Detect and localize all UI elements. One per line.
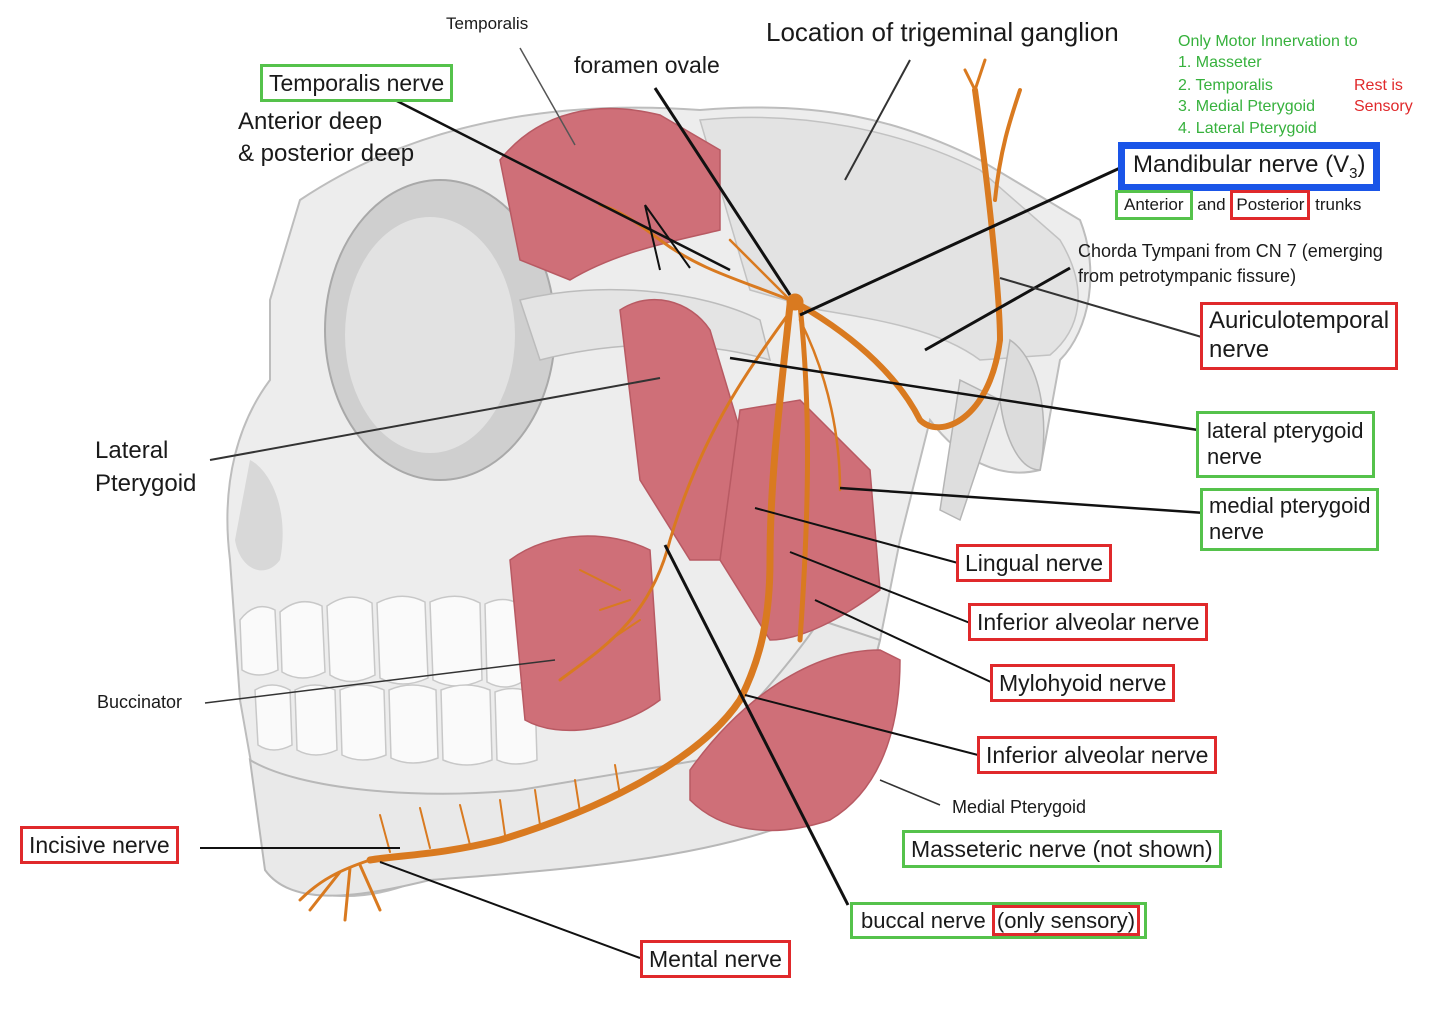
mandibular-nerve-text: Mandibular nerve (V [1133,151,1350,178]
motor-legend-title: Only Motor Innervation to [1178,33,1358,50]
inferior-alveolar-nerve-lower-label: Inferior alveolar nerve [977,736,1218,775]
medial-pterygoid-nerve-label: medial pterygoid nerve [1200,488,1380,551]
temporalis-nerve-label: Temporalis nerve [260,64,454,103]
buccinator-label: Buccinator [97,692,183,712]
inferior-alveolar-nerve-upper-label: Inferior alveolar nerve [968,603,1209,642]
motor-legend-item-2: 2. Temporalis [1178,77,1273,94]
sensory-note-line1: Rest is [1354,77,1403,94]
mylohyoid-nerve-label: Mylohyoid nerve [990,664,1176,703]
mandibular-nerve-label: Mandibular nerve (V3) [1118,142,1381,192]
mandibular-nerve-close: ) [1357,151,1366,178]
buccal-nerve-label: buccal nerve (only sensory) [850,902,1148,940]
lingual-nerve-label: Lingual nerve [956,544,1113,583]
lateral-pterygoid-nerve-line1: lateral pterygoid [1207,418,1364,443]
medial-pterygoid-muscle-label: Medial Pterygoid [952,797,1087,817]
sensory-note-line2: Sensory [1354,98,1413,115]
leader-lines [200,47,1206,959]
anterior-deep-label-line1: Anterior deep [238,108,383,135]
masseteric-nerve-label: Masseteric nerve (not shown) [902,830,1222,869]
foramen-ovale-label: foramen ovale [574,52,720,78]
muscles [499,107,901,832]
lateral-pterygoid-muscle-label-line2: Pterygoid [95,470,197,497]
lateral-pterygoid-nerve-line2: nerve [1207,444,1263,470]
anterior-trunk-tag: Anterior [1115,190,1193,220]
nerve-branches [298,58,1022,922]
only-sensory-tag: (only sensory) [991,905,1141,936]
incisive-nerve-label: Incisive nerve [20,826,179,865]
and-text: and [1197,195,1226,214]
mental-nerve-label: Mental nerve [640,940,791,979]
chorda-tympani-label-line2: from petrotympanic fissure) [1078,266,1297,286]
mandibular-nerve-subscript: 3 [1349,164,1358,182]
posterior-trunk-tag: Posterior [1230,190,1311,220]
chorda-tympani-label-line1: Chorda Tympani from CN 7 (emerging [1078,241,1383,261]
motor-legend-item-1: 1. Masseter [1178,54,1262,71]
medial-pterygoid-nerve-line2: nerve [1209,519,1265,545]
buccal-nerve-text: buccal nerve [861,908,986,933]
lateral-pterygoid-muscle-label-line1: Lateral [95,437,169,464]
trunks-text: trunks [1315,195,1362,214]
auriculotemporal-nerve-label: Auriculotemporal nerve [1200,302,1399,370]
temporalis-label: Temporalis [446,14,529,33]
motor-legend-item-4: 4. Lateral Pterygoid [1178,120,1317,137]
trunks-line: Anterior and Posterior trunks [1115,190,1361,220]
trigeminal-ganglion-label: Location of trigeminal ganglion [766,17,1119,47]
auriculotemporal-line2: nerve [1209,335,1270,363]
auriculotemporal-line1: Auriculotemporal [1209,307,1390,334]
medial-pterygoid-nerve-line1: medial pterygoid [1209,493,1371,518]
motor-legend-item-3: 3. Medial Pterygoid [1178,98,1315,115]
anterior-deep-label-line2: & posterior deep [238,140,415,167]
lateral-pterygoid-nerve-label: lateral pterygoid nerve [1196,411,1375,478]
